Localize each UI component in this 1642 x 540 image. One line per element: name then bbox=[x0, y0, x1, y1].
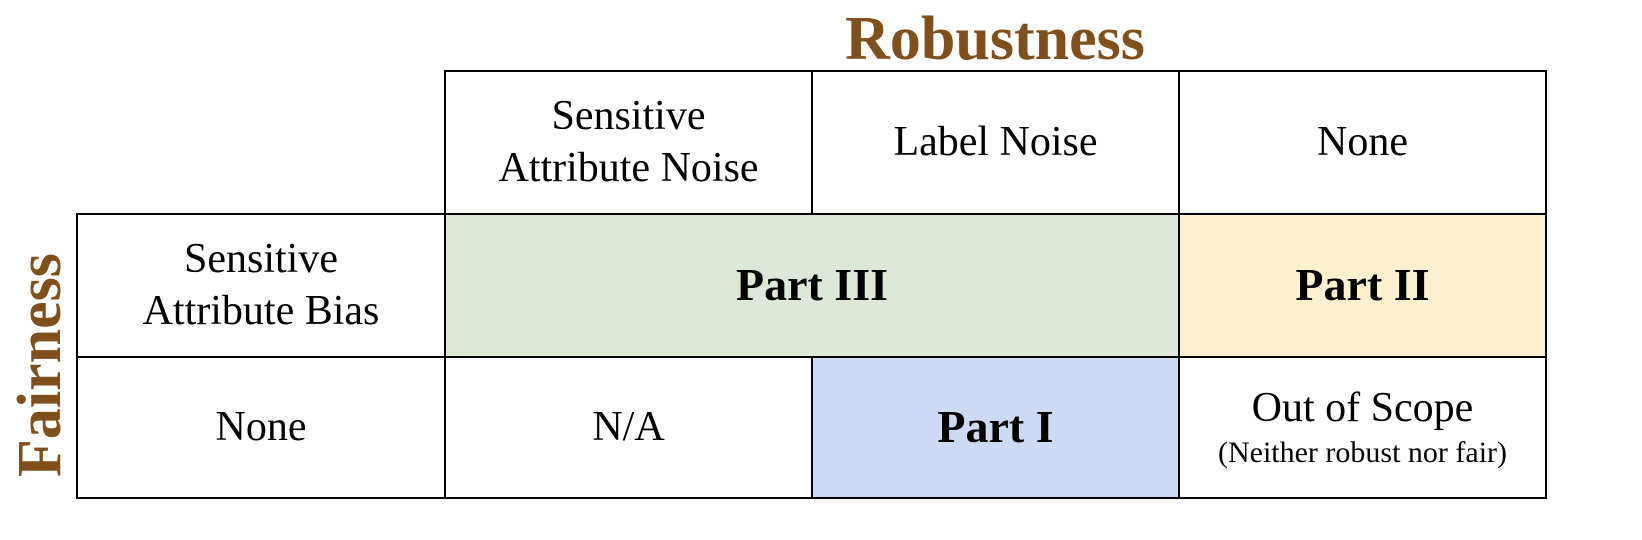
out-of-scope-label: Out of Scope bbox=[1251, 385, 1474, 432]
row-header-none: None bbox=[76, 356, 446, 499]
out-of-scope-note: (Neither robust nor fair) bbox=[1217, 436, 1508, 470]
fairness-axis-title: Fairness bbox=[6, 253, 74, 477]
row-header-line-2: Attribute Bias bbox=[142, 287, 380, 334]
column-header-line-2: Attribute Noise bbox=[498, 144, 759, 191]
column-header-label-noise: Label Noise bbox=[811, 70, 1180, 215]
row-header-sensitive-attribute-bias: Sensitive Attribute Bias bbox=[76, 213, 446, 358]
column-header-line-1: Sensitive bbox=[551, 93, 706, 140]
part-one-label: Part I bbox=[937, 401, 1054, 453]
part-two-label: Part II bbox=[1295, 259, 1430, 311]
part-two-cell: Part II bbox=[1178, 213, 1547, 358]
part-three-cell: Part III bbox=[444, 213, 1180, 358]
column-header-none: None bbox=[1178, 70, 1547, 215]
column-header-sensitive-attribute-noise: Sensitive Attribute Noise bbox=[444, 70, 813, 215]
robustness-axis-title: Robustness bbox=[845, 5, 1145, 73]
part-one-cell: Part I bbox=[811, 356, 1180, 499]
row-header-label: None bbox=[215, 403, 307, 450]
column-header-label: None bbox=[1317, 118, 1408, 165]
out-of-scope-cell: Out of Scope (Neither robust nor fair) bbox=[1178, 356, 1547, 499]
not-applicable-label: N/A bbox=[592, 403, 665, 450]
part-three-label: Part III bbox=[735, 259, 889, 311]
column-header-label: Label Noise bbox=[893, 118, 1098, 165]
row-header-line-1: Sensitive bbox=[184, 236, 338, 283]
not-applicable-cell: N/A bbox=[444, 356, 813, 499]
